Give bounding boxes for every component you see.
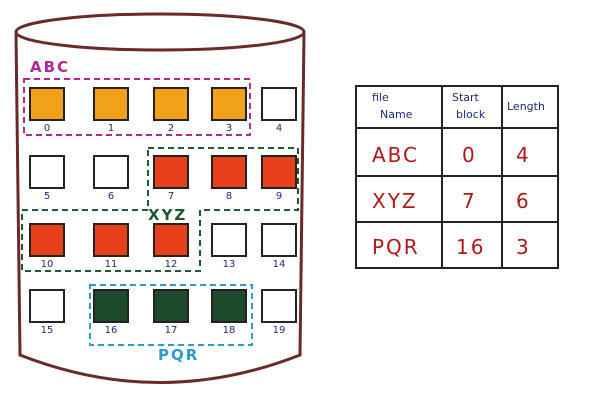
block-square [211,289,247,323]
disk-block: 12 [153,223,189,270]
disk-block: 11 [93,223,129,270]
row-file-name: PQR [372,235,420,259]
disk-block: 6 [93,155,129,202]
row-start-block: 0 [462,143,477,167]
block-square [29,289,65,323]
header-file-name: file [372,91,389,104]
header-start-block: block [456,108,486,121]
disk-block: 19 [261,289,297,336]
block-square [153,223,189,257]
disk-body-outline [14,33,306,384]
block-square [211,87,247,121]
block-square [261,289,297,323]
block-square [153,155,189,189]
disk-block: 15 [29,289,65,336]
xyz-group-box [21,147,299,272]
xyz-group-label: XYZ [148,206,187,224]
block-square [261,87,297,121]
disk-block: 9 [261,155,297,202]
block-square [29,87,65,121]
pqr-group-label: PQR [158,346,199,364]
header-file-name: Name [380,108,413,121]
disk-block: 4 [261,87,297,134]
abc-group-label: ABC [30,58,70,76]
disk-block: 13 [211,223,247,270]
disk-cylinder [14,12,306,384]
block-square [93,289,129,323]
pqr-group-box [89,284,253,346]
block-number: 19 [273,325,286,336]
block-square [153,289,189,323]
row-length: 3 [516,235,531,259]
block-square [261,155,297,189]
disk-block: 7 [153,155,189,202]
block-square [93,223,129,257]
block-number: 14 [273,259,286,270]
disk-block: 10 [29,223,65,270]
abc-group-box [23,78,251,136]
disk-block: 0 [29,87,65,134]
disk-block: 18 [211,289,247,336]
block-number: 15 [41,325,54,336]
block-number: 17 [165,325,178,336]
block-square [261,223,297,257]
header-length: Length [507,100,545,113]
header-start-block: Start [452,91,480,104]
block-square [29,223,65,257]
row-file-name: XYZ [372,189,418,213]
block-square [29,155,65,189]
block-number: 16 [105,325,118,336]
disk-block: 16 [93,289,129,336]
block-square [93,155,129,189]
block-number: 8 [226,191,232,202]
block-number: 4 [276,123,282,134]
block-number: 1 [108,123,114,134]
disk-block: 5 [29,155,65,202]
block-number: 10 [41,259,54,270]
block-number: 0 [44,123,50,134]
disk-block: 2 [153,87,189,134]
row-start-block: 7 [462,189,477,213]
disk-block: 17 [153,289,189,336]
disk-block: 3 [211,87,247,134]
block-number: 13 [223,259,236,270]
block-number: 12 [165,259,178,270]
block-number: 7 [168,191,174,202]
row-file-name: ABC [372,143,419,167]
block-square [211,223,247,257]
block-number: 18 [223,325,236,336]
disk-block: 14 [261,223,297,270]
block-square [93,87,129,121]
row-length: 4 [516,143,531,167]
disk-top-ellipse [14,12,306,52]
disk-block: 8 [211,155,247,202]
row-length: 6 [516,189,531,213]
block-number: 5 [44,191,50,202]
block-number: 11 [105,259,118,270]
block-number: 9 [276,191,282,202]
row-start-block: 16 [456,235,485,259]
file-allocation-table: file Name Start block Length ABC 0 4 XYZ… [355,85,559,269]
block-square [211,155,247,189]
disk-block: 1 [93,87,129,134]
block-number: 6 [108,191,114,202]
block-number: 3 [226,123,232,134]
block-number: 2 [168,123,174,134]
block-square [153,87,189,121]
